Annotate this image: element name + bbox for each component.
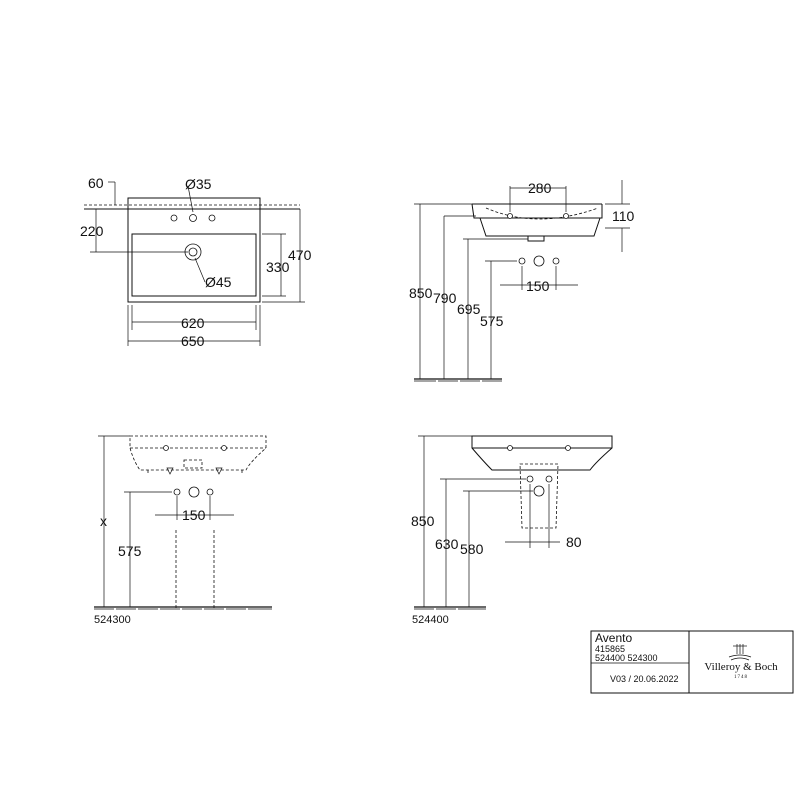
tap-hole-left [170, 214, 178, 222]
article-number: 415865 [595, 644, 625, 654]
dim-620: 620 [181, 315, 205, 331]
dim-110: 110 [612, 208, 635, 224]
dim-330: 330 [266, 259, 290, 275]
title-block: Avento 415865 524400 524300 V03 / 20.06.… [590, 630, 794, 694]
dim-diameter-35: Ø35 [185, 176, 212, 192]
dim-575: 575 [480, 313, 504, 329]
dim-695: 695 [457, 301, 481, 317]
basin-outline [127, 197, 261, 303]
tap-hole-center [189, 214, 197, 222]
top-view: 60 Ø35 220 Ø45 330 470 620 650 [80, 175, 312, 349]
dim-80: 80 [566, 534, 582, 550]
dim-575: 575 [118, 543, 142, 559]
pedestal-code: 524300 [94, 614, 131, 626]
dim-580: 580 [460, 541, 484, 557]
dim-280: 280 [528, 180, 552, 196]
brand-year: 1748 [734, 675, 748, 680]
title-block-frame [590, 630, 794, 694]
dim-x: x [100, 513, 107, 529]
brand-logo-icon [728, 644, 752, 661]
version-date: V03 / 20.06.2022 [610, 674, 679, 684]
basin-front-outline [471, 435, 613, 471]
accessory-numbers: 524400 524300 [595, 653, 658, 663]
dim-650: 650 [181, 333, 205, 349]
front-pedestal-view: x 575 150 524300 [94, 435, 272, 626]
dim-60: 60 [88, 175, 104, 191]
basin-front-outline [129, 435, 267, 471]
dim-850: 850 [411, 513, 435, 529]
product-name: Avento [595, 631, 632, 645]
semi-pedestal-code: 524400 [412, 614, 449, 626]
bowl-outline [131, 233, 257, 297]
dim-630: 630 [435, 536, 459, 552]
pedestal-outline [175, 530, 215, 608]
semi-pedestal-outline [519, 463, 559, 529]
basin-body [479, 217, 601, 237]
tap-hole-right [208, 214, 216, 222]
dim-150: 150 [182, 507, 206, 523]
front-semi-pedestal-view: 850 630 580 80 524400 [411, 435, 613, 626]
dim-850: 850 [409, 285, 433, 301]
dim-150: 150 [526, 278, 550, 294]
dim-220: 220 [80, 223, 104, 239]
side-view: 280 110 850 790 695 575 150 [409, 180, 635, 382]
basin-rim [471, 203, 603, 219]
dim-790: 790 [433, 290, 457, 306]
dim-diameter-45: Ø45 [205, 274, 232, 290]
dim-470: 470 [288, 247, 312, 263]
drain-inner [188, 247, 198, 257]
brand-name: Villeroy & Boch [704, 661, 778, 673]
